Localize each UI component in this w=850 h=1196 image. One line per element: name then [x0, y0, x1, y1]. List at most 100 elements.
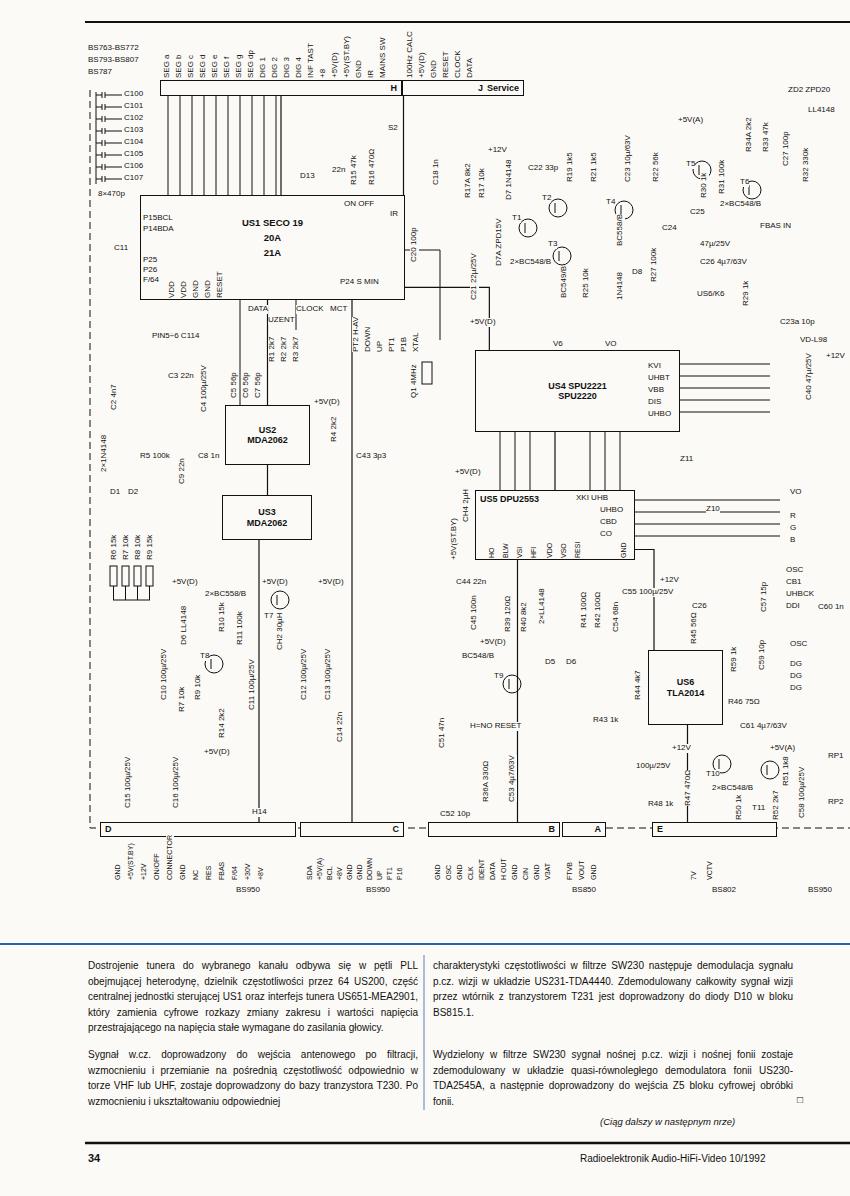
pin-name: V6: [553, 340, 563, 349]
part-label: +5V(D): [262, 578, 288, 587]
bus-wire: [180, 96, 181, 195]
resistor-symbol: [134, 566, 141, 586]
pin-name: +5V(A): [316, 858, 324, 880]
part-label: Z11: [680, 455, 693, 464]
block-name: BS950: [366, 886, 390, 895]
part-label: +5V(D): [480, 638, 506, 647]
part-label: R48 1k: [648, 800, 673, 809]
part-label: 2×BC548/B: [510, 258, 551, 267]
part-label: T6: [740, 178, 749, 187]
pin-name: +30V: [244, 863, 252, 880]
part-label: R44 4k7: [634, 670, 643, 700]
wire-connector: [280, 96, 281, 195]
part-label: R11 100k: [236, 611, 245, 645]
pin-name: SEG b: [175, 54, 184, 78]
signal-wire: [635, 524, 780, 525]
part-label: R2 2k7: [280, 337, 289, 362]
pin-name: DIS: [648, 398, 661, 407]
connector-strip: B: [428, 822, 560, 837]
part-label: R7 10k: [178, 687, 187, 712]
part-label: R5 100k: [140, 452, 170, 461]
capacitor-wire: [105, 95, 122, 96]
part-label: C3 22n: [168, 372, 194, 381]
pin-name: SEG g: [235, 54, 244, 78]
part-label: C21 22µ/25V: [470, 253, 479, 300]
capacitor-wire: [105, 167, 122, 168]
signal-name: PT1: [388, 337, 397, 352]
pin-name: DIG 2: [271, 57, 280, 78]
part-label: R3 2k7: [292, 337, 301, 362]
pin-name: SEG d: [199, 54, 208, 78]
part-label: T11: [752, 804, 765, 813]
signal-name: DATA: [248, 305, 268, 314]
pin-name: VCTV: [706, 861, 714, 880]
node-text: C: [393, 824, 400, 834]
part-label: D5: [545, 658, 555, 667]
bus-wire: [216, 96, 217, 195]
part-label: R47 470Ω: [684, 770, 693, 806]
part-label: D1: [110, 488, 120, 497]
pin-name: GND: [590, 864, 598, 880]
part-label: H=NO RESET: [470, 722, 521, 731]
part-label: R46 75Ω: [728, 698, 760, 707]
transistor-base: [509, 679, 510, 689]
part-label: C44 22n: [456, 578, 486, 587]
part-label: T4: [606, 198, 615, 207]
signal-name: UZENT: [268, 316, 295, 325]
column-rule: [424, 955, 425, 1110]
top-rule: [85, 21, 850, 23]
bus-wire: [240, 96, 241, 195]
resistor-symbol: [122, 566, 129, 586]
part-label: +5V(D): [318, 578, 344, 587]
pin-name: GND: [620, 542, 628, 558]
signal-name: XTAL: [412, 333, 421, 352]
part-label: C103: [124, 126, 143, 135]
connector-strip: E: [652, 822, 777, 837]
capacitor-plate: [102, 128, 103, 134]
part-label: C102: [124, 114, 143, 123]
pin-name: DG: [790, 684, 802, 693]
part-label: 47µ/25V: [700, 240, 730, 249]
transistor-base: [719, 759, 720, 769]
part-label: R8 10k: [134, 535, 143, 560]
pin-name: GND: [356, 864, 364, 880]
part-label: C55 100µ/25V: [622, 588, 673, 597]
part-label: C4 100µ/25V: [200, 365, 209, 412]
bus-wire: [252, 96, 253, 195]
part-label: US6/K6: [697, 290, 725, 299]
capacitor-wire: [96, 143, 102, 144]
part-label: BC558/B: [616, 214, 625, 246]
bus-wire: [204, 96, 205, 195]
part-label: S2: [388, 124, 398, 133]
crystal-symbol: [422, 362, 432, 384]
pin-name: PT1: [386, 867, 394, 880]
resistor-symbol: [146, 566, 153, 586]
pin-name: DATA: [489, 862, 497, 880]
part-label: T8: [200, 652, 209, 661]
capacitor-plate: [102, 92, 103, 98]
node-text: 21A: [264, 248, 281, 259]
node-text: 20A: [264, 233, 281, 244]
pin-name: UHBCK: [786, 590, 814, 599]
part-label: D2: [128, 488, 138, 497]
capacitor-wire: [96, 107, 102, 108]
pin-name: ON/OFF: [153, 854, 161, 880]
part-label: R33 47k: [762, 122, 771, 152]
block-name: BS950: [236, 886, 260, 895]
pin-name: DG: [790, 672, 802, 681]
signal-wire: [635, 500, 780, 501]
pin-name: HO: [488, 548, 496, 559]
pin-name: SDA: [306, 866, 314, 880]
node-text: Service: [487, 83, 519, 93]
pin-name: 100Hz CALC: [406, 31, 415, 78]
transistor-symbol: [271, 591, 289, 609]
bus-wire: [264, 96, 265, 195]
part-label: +12V: [488, 146, 507, 155]
part-label: +12V: [672, 744, 691, 753]
part-label: C61 4µ7/63V: [740, 722, 787, 731]
part-label: R9 10k: [194, 675, 203, 700]
signal-wire: [680, 412, 770, 413]
node-text: B: [549, 824, 556, 834]
pin-name: ON OFF: [344, 200, 374, 209]
pin-name: DG: [790, 660, 802, 669]
